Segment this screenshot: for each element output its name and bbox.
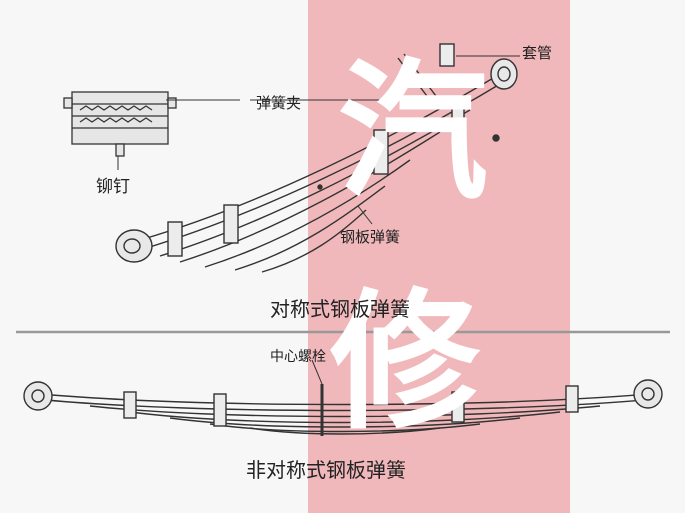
- watermark-char-bottom: 修: [330, 276, 481, 450]
- label-leaf-spring: 钢板弹簧: [340, 228, 401, 246]
- symmetric-leaf-spring-illustration: [115, 43, 518, 273]
- leader-lines: [117, 55, 520, 385]
- label-rivet: 铆钉: [96, 177, 130, 197]
- label-center-bolt: 中心螺栓: [270, 349, 326, 365]
- caption-asymmetric: 非对称式钢板弹簧: [246, 458, 406, 482]
- rivet-detail-drawing: [63, 91, 177, 157]
- label-sleeve: 套管: [522, 44, 553, 62]
- watermark-char-top: 汽: [338, 46, 489, 220]
- caption-symmetric: 对称式钢板弹簧: [270, 297, 410, 321]
- asymmetric-leaf-spring-illustration: [23, 379, 663, 436]
- label-spring-clip: 弹簧夹: [256, 94, 302, 112]
